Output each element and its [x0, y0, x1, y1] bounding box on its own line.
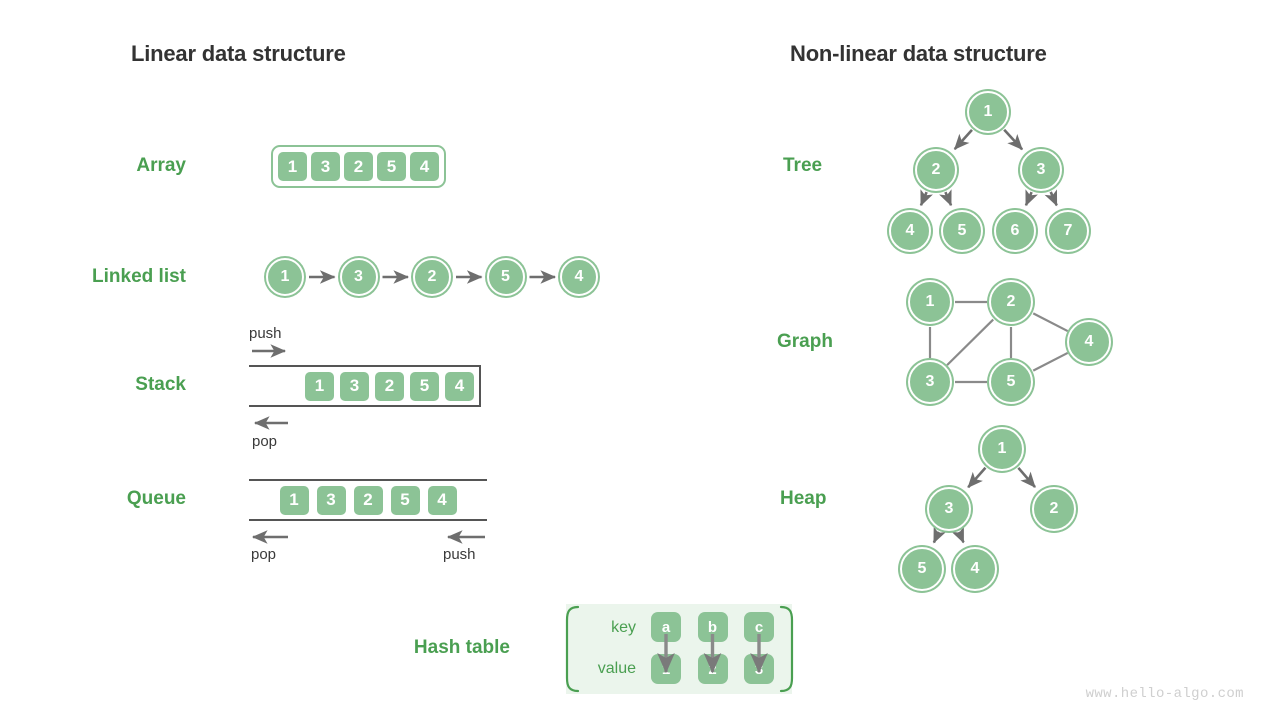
hash-value-cell: 3: [744, 654, 774, 684]
queue-label: Queue: [126, 488, 186, 509]
hash-key-cell: b: [697, 612, 728, 642]
tree-node: 3: [1020, 149, 1062, 191]
stack-cell: 2: [373, 369, 406, 403]
stack-label: Stack: [135, 374, 186, 395]
graph-node: 2: [989, 280, 1033, 324]
tree-node: 4: [889, 210, 931, 252]
array-cell: 1: [276, 150, 309, 183]
linked-list-label: Linked list: [92, 266, 186, 287]
array-cell: 3: [309, 150, 342, 183]
tree-node: 2: [915, 149, 957, 191]
heap-node: 1: [980, 427, 1024, 471]
linear-column-title: Linear data structure: [131, 41, 346, 66]
queue-cell: 3: [314, 483, 348, 517]
linked-list-node: 4: [560, 258, 598, 296]
array-cell: 4: [408, 150, 441, 183]
linked-list-node: 2: [413, 258, 451, 296]
array-cell: 2: [342, 150, 375, 183]
stack-cell: 1: [303, 369, 336, 403]
heap-node: 5: [900, 547, 944, 591]
graph-node: 5: [989, 360, 1033, 404]
array-cell: 5: [375, 150, 408, 183]
queue-cell: 1: [277, 483, 311, 517]
heap-node: 4: [953, 547, 997, 591]
stack-pop-label: pop: [252, 433, 278, 450]
array-label: Array: [136, 155, 186, 176]
linked-list-node: 5: [486, 258, 525, 296]
tree-node: 7: [1047, 210, 1089, 252]
stack-cell: 5: [408, 369, 441, 403]
linked-list-node: 1: [266, 258, 304, 296]
hash-key-label: key: [611, 619, 636, 636]
tree-node: 6: [994, 210, 1036, 252]
graph-node: 4: [1067, 320, 1111, 364]
hash-key-cell: c: [744, 612, 774, 642]
stack-cell: 4: [443, 369, 476, 403]
tree-label: Tree: [783, 155, 823, 176]
hash-key-cell: a: [651, 612, 681, 642]
linked-list-node: 3: [339, 258, 378, 296]
hash-table-label: Hash table: [413, 637, 510, 658]
graph-node: 1: [908, 280, 952, 324]
stack-cell: 3: [338, 369, 371, 403]
queue-cell: 2: [351, 483, 385, 517]
watermark: www.hello-algo.com: [1085, 686, 1244, 702]
tree-node: 1: [967, 91, 1009, 133]
hash-value-label: value: [597, 660, 636, 677]
queue-push-label: push: [443, 546, 476, 563]
hash-value-cell: 1: [651, 654, 681, 684]
heap-node: 3: [927, 487, 971, 531]
heap-node: 2: [1032, 487, 1076, 531]
graph-node: 3: [908, 360, 952, 404]
stack-push-label: push: [249, 325, 282, 342]
graph-label: Graph: [777, 331, 833, 352]
tree-node: 5: [941, 210, 983, 252]
nonlinear-column-title: Non-linear data structure: [790, 41, 1047, 66]
hash-value-cell: 2: [697, 654, 728, 684]
heap-label: Heap: [780, 488, 827, 509]
queue-cell: 4: [425, 483, 459, 517]
queue-pop-label: pop: [251, 546, 277, 563]
queue-cell: 5: [388, 483, 422, 517]
